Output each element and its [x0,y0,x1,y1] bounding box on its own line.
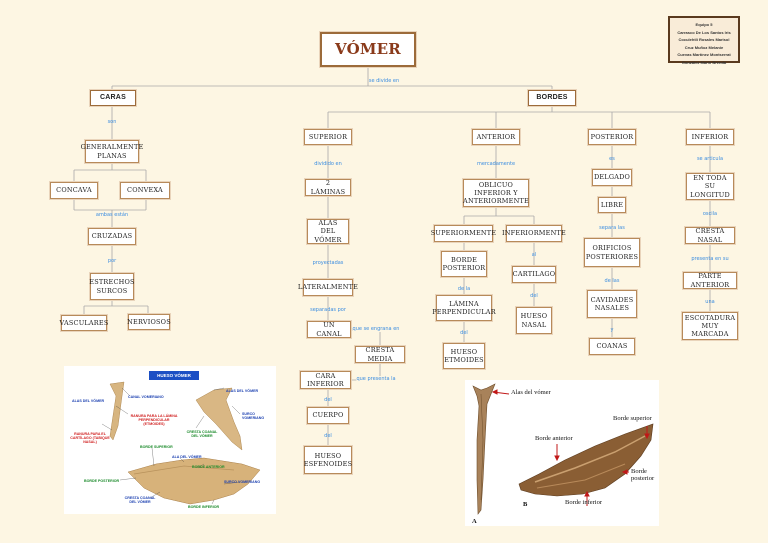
link-label: son [107,119,117,125]
link-label: separadas por [310,307,346,313]
node-posterior: POSTERIOR [588,129,636,145]
node-cara-inferior: CARA INFERIOR [300,371,351,389]
node-cresta-media: CRESTA MEDIA [355,346,405,363]
node-cartilago: CARTILAGO [512,266,556,283]
vomer-photo-illustrations [472,383,654,515]
label-alas-del-vomer: Alas del vómer [511,389,551,396]
node-borde-posterior: BORDE POSTERIOR [441,251,487,277]
title-box: VÓMER [320,32,416,67]
label-borde-posterior: BORDE POSTERIOR [84,479,120,483]
node-alas-del-vomer: ALAS DEL VÓMER [307,219,349,244]
node-inferior: INFERIOR [686,129,734,145]
node-delgado: DELGADO [592,169,632,186]
label-surco-vomeriano-2: SURCO VOMERIANO [224,480,261,484]
label-ranura-lamina: RANURA PARA LA LÁMINA PERPENDICULAR (ETM… [130,414,178,426]
label-alas-right: ALAS DEL VÓMER [226,389,259,393]
link-label: se articula [696,156,724,162]
node-hueso-esfenoides: HUESO ESFENOIDES [304,446,352,474]
link-label: que se engrana en [352,326,400,332]
label-borde-anterior: BORDE ANTERIOR [192,465,225,469]
vomer-bone-illustrations [101,381,261,505]
label-ala-del-vomer: ALA DEL VÓMER [172,455,202,459]
node-hueso-etmoides: HUESO ETMOIDES [443,343,485,369]
label-a: A [472,518,477,525]
node-un-canal: UN CANAL [307,321,351,338]
link-label: presenta en su [691,256,729,262]
team-credits: Equipo 5 Carrasco De Los Santos Iris Coc… [668,16,740,65]
team-line: Equipo 5 [695,22,713,27]
node-cavidades-nasales: CAVIDADES NASALES [587,290,637,318]
label-borde-inferior: BORDE INFERIOR [188,505,220,509]
label-alas-left: ALAS DEL VÓMER [72,399,105,403]
link-label: de las [604,278,620,284]
node-lateralmente: LATERALMENTE [298,279,358,296]
link-label: del [324,397,332,403]
label-ranura-cartilago: RANURA PARA EL CARTÍLAGO (TABIQUE NASAL) [70,432,110,444]
label-canal-vomeriano: CANAL VOMERIANO [128,395,164,399]
node-hueso-nasal: HUESO NASAL [516,307,552,334]
link-label: separa las [599,225,625,231]
label-borde-anterior-photo: Borde anterior [535,435,573,442]
link-label: al [531,252,537,258]
node-orificios-posteriores: ORIFICIOS POSTERIORES [584,238,640,267]
link-label: y [610,327,614,333]
label-b: B [523,501,528,508]
node-cresta-nasal: CRESTA NASAL [685,227,735,244]
node-libre: LIBRE [598,197,626,213]
link-label: del [530,293,538,299]
node-en-toda-su-longitud: EN TODA SU LONGITUD [686,173,734,200]
node-nerviosos: NERVIOSOS [127,314,171,330]
link-label: mercadamente [476,161,516,167]
link-label: se divide en [368,78,400,84]
team-line: Coculehtli Rosales Marisol [678,37,730,43]
node-anterior: ANTERIOR [472,129,520,145]
team-line: Cruz Muñoz Melanie [684,44,724,50]
label-surco-vomeriano: SURCO VOMERIANO [242,412,265,420]
link-label: una [705,299,715,305]
node-estrechos-surcos: ESTRECHOS SURCOS [89,273,135,300]
link-label: del [324,433,332,439]
link-label: dividido en [314,161,342,167]
link-label: por [107,258,117,264]
label-borde-superior: BORDE SUPERIOR [140,445,173,449]
link-label: de la [457,286,471,292]
label-borde-posterior-photo: Borde posterior [631,468,655,483]
label-borde-superior-photo: Borde superior [613,415,652,422]
node-convexa: CONVEXA [120,182,170,199]
node-concava: CONCAVA [50,182,98,199]
link-label: oscila [702,211,718,217]
team-line: Cuevas Martínez Montserrat [677,52,731,58]
node-cuerpo: CUERPO [307,407,349,424]
link-label: que presenta la [356,376,396,382]
team-line: Carrasco De Los Santos Iris [677,29,731,35]
node-lamina-perpendicular: LÁMINA PERPENDICULAR [432,295,496,321]
node-2-laminas: 2 LÁMINAS [305,179,351,196]
link-label: es [609,156,615,162]
node-bordes: BORDES [528,90,576,106]
label-cresta-coanal: CRESTA COANAL DEL VÓMER [124,496,156,504]
label-borde-inferior-photo: Borde inferior [565,499,603,506]
figure-header: HUESO VÓMER [149,371,199,380]
node-escotadura: ESCOTADURA MUY MARCADA [682,312,738,340]
node-superiormente: SUPERIORMENTE [431,225,496,242]
vomer-figure-left: HUESO VÓMER ALAS DEL VÓMER CANAL VOMERIA… [64,366,276,514]
label-cresta-coanal-right: CRESTA COANAL DEL VÓMER [186,430,218,438]
node-coanas: COANAS [589,338,635,355]
node-oblicuo: OBLICUO INFERIOR Y ANTERIORMENTE [463,179,529,207]
vomer-figure-right: Alas del vómer Borde superior Borde ante… [465,380,659,526]
node-caras: CARAS [90,90,136,106]
node-cruzadas: CRUZADAS [88,228,136,245]
node-parte-anterior: PARTE ANTERIOR [683,272,737,289]
node-superior: SUPERIOR [304,129,352,145]
node-generalmente-planas: GENERALMENTE PLANAS [81,140,143,163]
link-label: del [460,330,468,336]
link-label: proyectadas [312,260,344,266]
node-inferiormente: INFERIORMENTE [502,225,566,242]
node-vasculares: VASCULARES [60,315,108,331]
team-line: González Marín Brenda [681,59,727,65]
link-label: ambas están [95,212,129,218]
